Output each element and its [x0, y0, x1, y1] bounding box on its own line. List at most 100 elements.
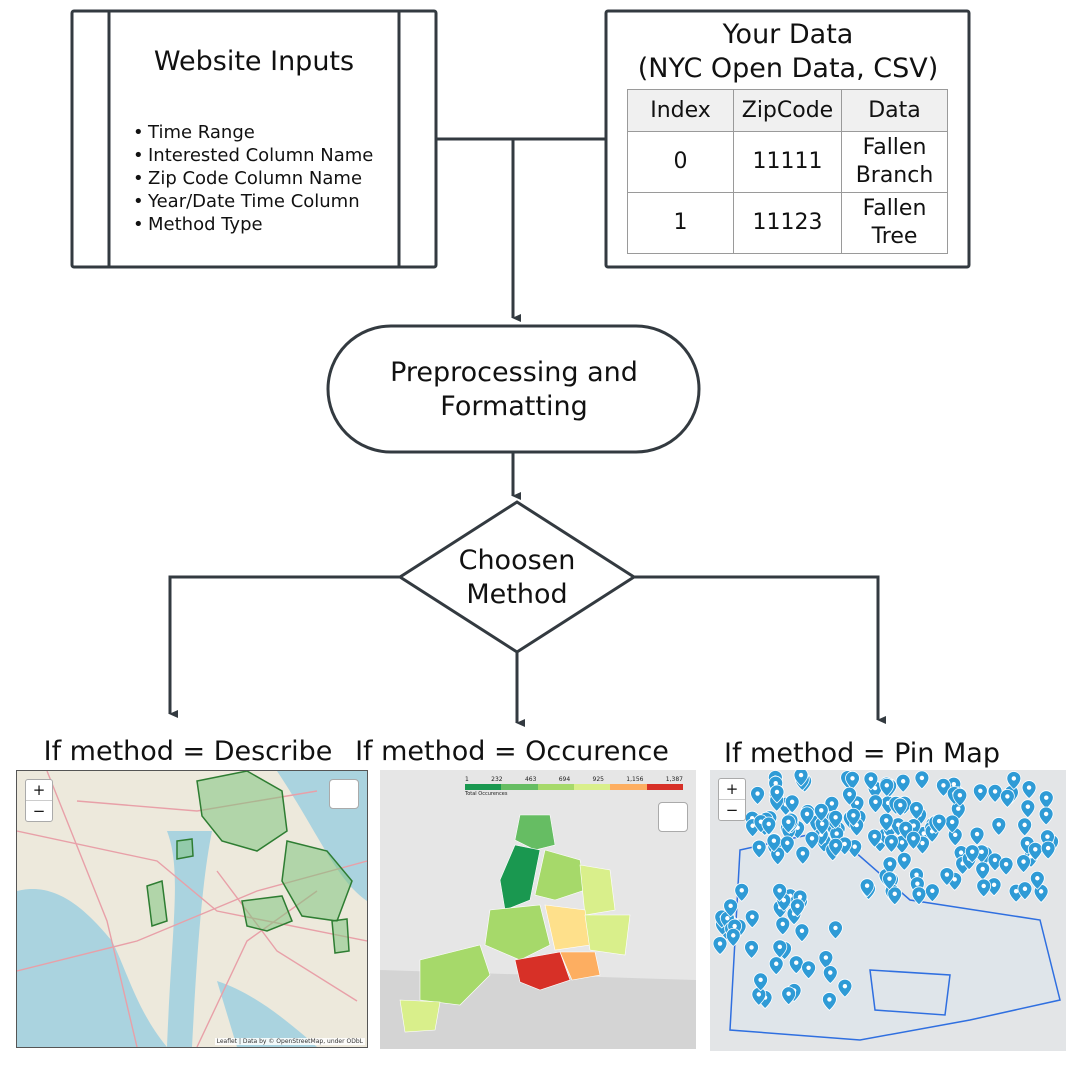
map-pin-dot	[749, 945, 754, 950]
map-pin-dot	[842, 841, 847, 847]
map-pin-dot	[1044, 795, 1049, 800]
branch-label-occurence: If method = Occurence	[355, 736, 669, 767]
layers-icon[interactable]	[658, 802, 688, 832]
zoom-out-button[interactable]: −	[725, 801, 739, 819]
input-item: Interested Column Name	[133, 144, 373, 167]
legend-swatch	[573, 784, 611, 790]
cell-data-line2: Branch	[855, 163, 934, 188]
map-pin-dot	[717, 941, 723, 946]
map-pin-dot	[781, 898, 787, 903]
map-pin-dot	[958, 850, 964, 855]
map-pin-dot	[902, 857, 907, 862]
cell-data-line1: Fallen	[862, 196, 927, 221]
map-pin-dot	[898, 802, 903, 808]
legend-swatch	[646, 784, 683, 790]
describe-map-art	[17, 771, 367, 1047]
occurence-legend: 1 232 463 694 925 1,156 1,387 Total Occu…	[465, 776, 683, 797]
map-pin-dot	[756, 992, 762, 997]
map-pin-dot	[873, 799, 878, 804]
map-pin-dot	[758, 977, 763, 983]
map-pin-dot	[889, 839, 894, 844]
map-pin-dot	[930, 888, 935, 893]
map-pin-dot	[884, 783, 889, 788]
map-pin-dot	[884, 818, 889, 823]
cell-zip: 11111	[733, 131, 842, 193]
map-pin-dot	[950, 819, 955, 825]
map-pin-dot	[809, 836, 815, 841]
map-pin-dot	[1033, 847, 1038, 852]
zoom-in-button[interactable]: +	[719, 779, 745, 800]
your-data-title: Your Data (NYC Open Data, CSV)	[608, 18, 968, 86]
map-pin-dot	[970, 849, 975, 854]
layers-icon[interactable]	[329, 779, 359, 809]
map-pin-dot	[991, 882, 997, 887]
website-inputs-title: Website Inputs	[153, 46, 355, 77]
map-pin-dot	[798, 772, 804, 778]
map-pin-dot	[915, 881, 920, 886]
preprocess-line2: Formatting	[440, 391, 588, 422]
map-pin-dot	[1045, 834, 1050, 839]
map-pin-dot	[850, 776, 855, 781]
website-inputs-list: Time Range Interested Column Name Zip Co…	[133, 121, 373, 236]
your-data-title-line1: Your Data	[722, 19, 854, 50]
cell-data-line2: Tree	[871, 224, 918, 249]
map-pin-dot	[920, 840, 925, 846]
map-pin-dot	[799, 928, 805, 933]
map-pin-dot	[833, 815, 838, 820]
decision-line1: Choosen	[458, 545, 576, 576]
map-pin-dot	[806, 965, 811, 970]
map-pin-dot	[974, 831, 980, 837]
map-pin-dot	[868, 776, 874, 782]
map-pin-dot	[774, 961, 779, 966]
map-pin-dot	[756, 844, 762, 850]
zoom-out-button[interactable]: −	[32, 802, 46, 820]
map-pin-dot	[777, 888, 782, 893]
cell-data-line1: Fallen	[862, 135, 927, 160]
map-pin-dot	[842, 983, 848, 989]
zoom-in-button[interactable]: +	[26, 780, 52, 801]
legend-ticks: 1 232 463 694 925 1,156 1,387	[465, 776, 683, 783]
map-pin-dot	[992, 857, 998, 863]
header-index: Index	[627, 89, 734, 132]
preprocess-line1: Preprocessing and	[390, 357, 638, 388]
map-pin-icon[interactable]	[793, 770, 809, 787]
map-pin-dot	[854, 800, 860, 806]
map-pin-dot	[819, 821, 825, 826]
arrow-branch-pinmap	[634, 575, 886, 724]
map-pin-dot	[956, 806, 961, 811]
pinmap-zoom-control: + −	[718, 778, 746, 821]
map-pin-dot	[978, 788, 983, 794]
legend-tick: 463	[524, 776, 537, 783]
legend-swatch	[501, 784, 538, 790]
input-item: Method Type	[133, 213, 373, 236]
map-pin-dot	[944, 872, 950, 877]
branch-label-pinmap: If method = Pin Map	[724, 738, 1000, 769]
bay-area	[217, 981, 317, 1047]
map-pin-dot	[981, 883, 986, 889]
map-pin-dot	[992, 789, 998, 794]
legend-tick: 925	[592, 776, 604, 783]
cell-index: 1	[627, 192, 734, 254]
map-pin-dot	[911, 836, 916, 841]
map-pin-dot	[957, 793, 963, 798]
map-pin-dot	[774, 789, 780, 795]
branch-label-describe: If method = Describe	[43, 736, 333, 767]
arrow-branch-describe	[168, 575, 400, 718]
describe-zoom-control: + −	[25, 779, 53, 822]
cell-zip: 11123	[733, 192, 842, 254]
describe-map-screenshot: + − Leaflet | Data by © OpenStreetMap, u…	[16, 770, 368, 1048]
legend-caption: Total Occurences	[465, 791, 508, 797]
map-pin-dot	[1038, 889, 1044, 894]
input-item: Zip Code Column Name	[133, 167, 373, 190]
map-pin-dot	[851, 813, 856, 818]
map-pin-dot	[766, 821, 771, 827]
map-pin-dot	[834, 831, 839, 836]
map-attribution: Leaflet | Data by © OpenStreetMap, under…	[214, 1038, 365, 1045]
map-pin-dot	[952, 877, 957, 882]
choropleth-zones	[399, 814, 631, 1033]
map-pin-dot	[775, 851, 780, 857]
map-pin-dot	[829, 801, 835, 806]
legend-swatch	[537, 784, 574, 790]
